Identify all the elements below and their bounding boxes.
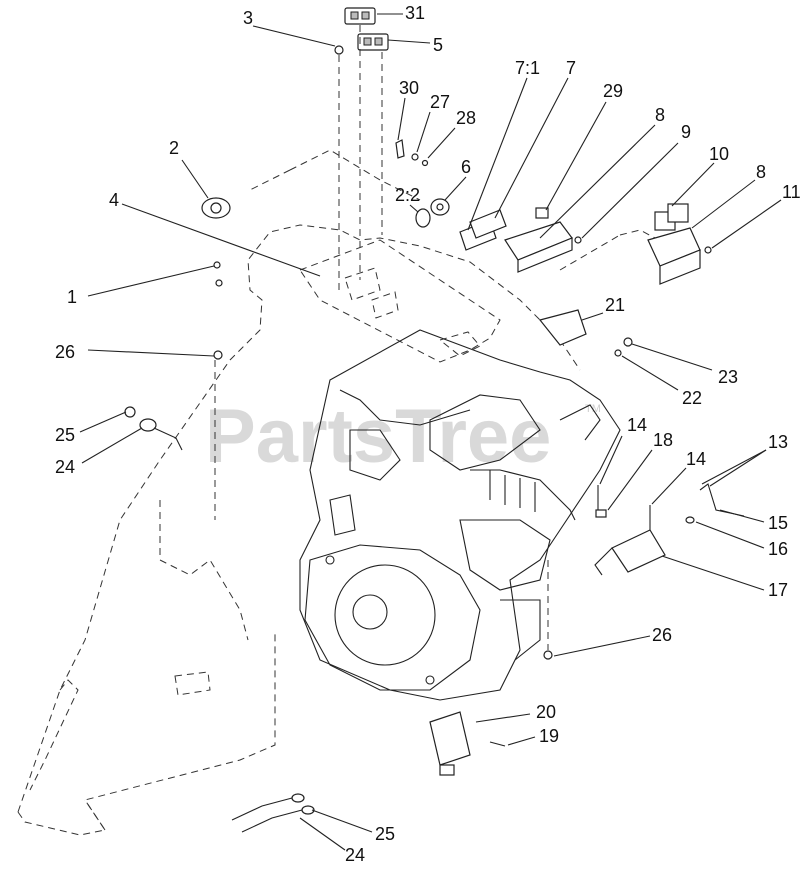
- callout-1: 1: [67, 287, 77, 307]
- bracket-30: [395, 139, 405, 159]
- relay-block-8: [647, 227, 712, 285]
- callout-25-lower: 25: [375, 824, 395, 844]
- callout-11: 11: [782, 182, 801, 202]
- nut-28: [421, 159, 429, 167]
- side-frame-panel: [17, 224, 581, 836]
- callout-14: 14: [627, 415, 647, 435]
- callout-7: 7: [566, 58, 576, 78]
- callout-30: 30: [399, 78, 419, 98]
- callout-3: 3: [243, 8, 253, 28]
- relay-10: [654, 203, 689, 231]
- sensor-24-lower: [231, 793, 315, 833]
- callout-22: 22: [682, 388, 702, 408]
- callout-25: 25: [55, 425, 75, 445]
- callout-24: 24: [55, 457, 75, 477]
- callout-16: 16: [768, 539, 788, 559]
- solenoid-17: [594, 529, 666, 576]
- nut-26: [213, 350, 223, 360]
- part-7: [469, 209, 507, 239]
- callout-29: 29: [603, 81, 623, 101]
- leader-lines: [79, 13, 782, 851]
- nut-26-lower: [543, 650, 553, 660]
- callout-27: 27: [430, 92, 450, 112]
- key-switch-2: [201, 197, 231, 219]
- callouts: 3 31 5 7:1 7 30 27 28 29 8 9 10 8 11 2 6…: [55, 3, 801, 865]
- callout-2: 2: [169, 138, 179, 158]
- callout-8-relay: 8: [756, 162, 766, 182]
- callout-5: 5: [433, 35, 443, 55]
- callout-9: 9: [681, 122, 691, 142]
- tube-15: [699, 483, 745, 517]
- sensor-24-left: [124, 406, 183, 451]
- engine-assembly: [299, 329, 621, 701]
- bolt-1b: [215, 279, 223, 287]
- part-23: [623, 337, 633, 347]
- mounting-plate: [249, 149, 701, 363]
- part-22: [614, 349, 622, 357]
- callout-18: 18: [653, 430, 673, 450]
- clip-18: [595, 509, 607, 518]
- part-6: [430, 198, 450, 216]
- watermark-text: PartsTree: [205, 394, 551, 479]
- part-2-2: [415, 208, 431, 228]
- callout-26-lower: 26: [652, 625, 672, 645]
- callout-31: 31: [405, 3, 425, 23]
- callout-23: 23: [718, 367, 738, 387]
- callout-10: 10: [709, 144, 729, 164]
- callout-6: 6: [461, 157, 471, 177]
- callout-20: 20: [536, 702, 556, 722]
- part-16: [685, 516, 695, 524]
- switch-5: [357, 33, 389, 51]
- callout-17: 17: [768, 580, 788, 600]
- callout-7-1: 7:1: [515, 58, 540, 78]
- callout-14-right: 14: [686, 449, 706, 469]
- callout-28: 28: [456, 108, 476, 128]
- callout-8: 8: [655, 105, 665, 125]
- screw-3: [334, 45, 344, 295]
- callout-21: 21: [605, 295, 625, 315]
- callout-2-2: 2:2: [395, 185, 420, 205]
- callout-4: 4: [109, 190, 119, 210]
- callout-13: 13: [768, 432, 788, 452]
- bolt-19: [489, 741, 506, 747]
- callout-24-lower: 24: [345, 845, 365, 865]
- callout-15: 15: [768, 513, 788, 533]
- part-29: [535, 207, 549, 219]
- part-21: [538, 309, 587, 346]
- switch-31: [344, 7, 376, 25]
- washer-27: [411, 153, 419, 161]
- bolt-1a: [213, 261, 221, 269]
- callout-19: 19: [539, 726, 559, 746]
- fuse-block-8: [504, 221, 582, 273]
- callout-26: 26: [55, 342, 75, 362]
- rectifier-20: [429, 711, 471, 776]
